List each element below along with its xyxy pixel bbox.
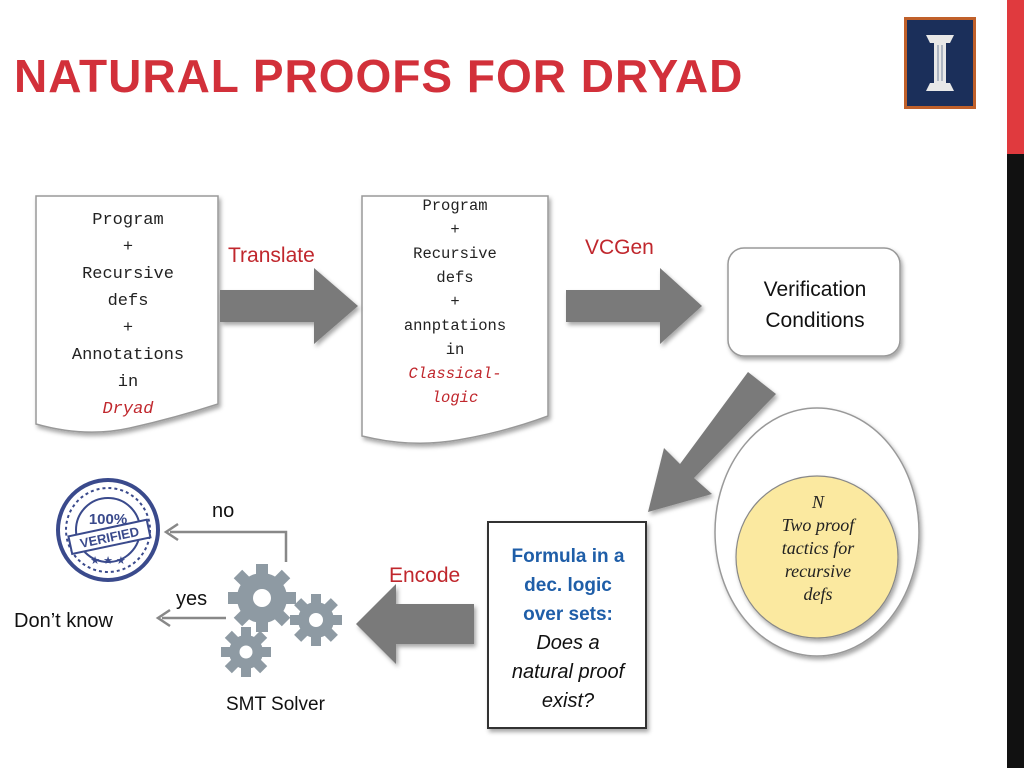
page-title: NATURAL PROOFS FOR DRYAD: [14, 50, 744, 102]
encode-arrow: [356, 584, 474, 664]
smt-solver-label: SMT Solver: [226, 694, 325, 715]
doc1-line: in: [117, 373, 139, 392]
formula-text: Formula in a dec. logic over sets: Does …: [490, 542, 646, 716]
verification-conditions-box: [727, 247, 901, 357]
stamp-percent: 100%: [89, 511, 127, 528]
formula-line: Formula in a: [511, 546, 625, 567]
dont-know-label: Don’t know: [14, 610, 113, 632]
tactics-circle: [735, 475, 899, 639]
doc2-line: Program: [422, 197, 488, 215]
translate-label: Translate: [228, 244, 315, 267]
formula-box: [487, 521, 647, 729]
diagram-canvas: 100% VERIFIED ★ ★ ★: [35, 195, 920, 729]
yes-label: yes: [176, 588, 208, 610]
formula-question: exist?: [541, 690, 595, 712]
doc2-line: Recursive: [413, 245, 497, 263]
svg-text:★ ★ ★: ★ ★ ★: [90, 555, 126, 567]
formula-question: Does a: [536, 632, 600, 654]
formula-line: dec. logic: [524, 575, 612, 596]
down-arrow: [648, 372, 776, 512]
illinois-logo-icon: [904, 17, 976, 109]
source-document-text: Program + Recursive defs + Annotations i…: [40, 207, 216, 423]
encode-label: Encode: [389, 564, 461, 587]
tactics-line: defs: [803, 584, 833, 604]
no-label: no: [212, 500, 235, 522]
tactics-line: Two proof: [781, 515, 855, 535]
doc2-line: in: [445, 341, 465, 359]
source-document-shape: [35, 195, 219, 433]
doc2-line: +: [450, 293, 460, 311]
translated-document-shape: [361, 195, 549, 444]
formula-line: over sets:: [523, 604, 613, 625]
side-bar-black: [1007, 154, 1024, 768]
doc1-line: Annotations: [71, 346, 185, 365]
doc1-line: Recursive: [82, 265, 174, 284]
no-arrow: [170, 530, 288, 562]
vcgen-arrow: [566, 268, 702, 344]
verification-conditions-text: Verification Conditions: [730, 274, 900, 336]
tactics-line: N: [811, 492, 824, 512]
translated-document-text: Program + Recursive defs + annptations i…: [364, 194, 546, 410]
tactics-line: recursive: [784, 561, 852, 581]
doc2-line: +: [450, 221, 460, 239]
translate-arrow: [220, 268, 358, 344]
doc2-logic: logic: [431, 389, 479, 407]
tactics-line: tactics for: [781, 538, 855, 558]
vc-line: Conditions: [765, 309, 865, 332]
doc1-line: +: [122, 319, 134, 338]
vc-line: Verification: [763, 278, 867, 301]
doc2-classical: Classical-: [408, 365, 502, 383]
doc1-dryad: Dryad: [102, 400, 154, 419]
doc2-line: defs: [436, 269, 474, 287]
tactics-text: N Two proof tactics for recursive defs: [738, 491, 898, 606]
doc1-line: Program: [92, 211, 164, 230]
smt-gears-icon: [221, 564, 342, 677]
doc1-line: defs: [107, 292, 149, 311]
formula-question: natural proof: [511, 661, 625, 683]
vcgen-label: VCGen: [585, 236, 654, 259]
doc2-line: annptations: [403, 317, 507, 335]
doc1-line: +: [122, 238, 134, 257]
side-bar-red: [1007, 0, 1024, 154]
verified-stamp-icon: 100% VERIFIED ★ ★ ★: [56, 478, 160, 582]
